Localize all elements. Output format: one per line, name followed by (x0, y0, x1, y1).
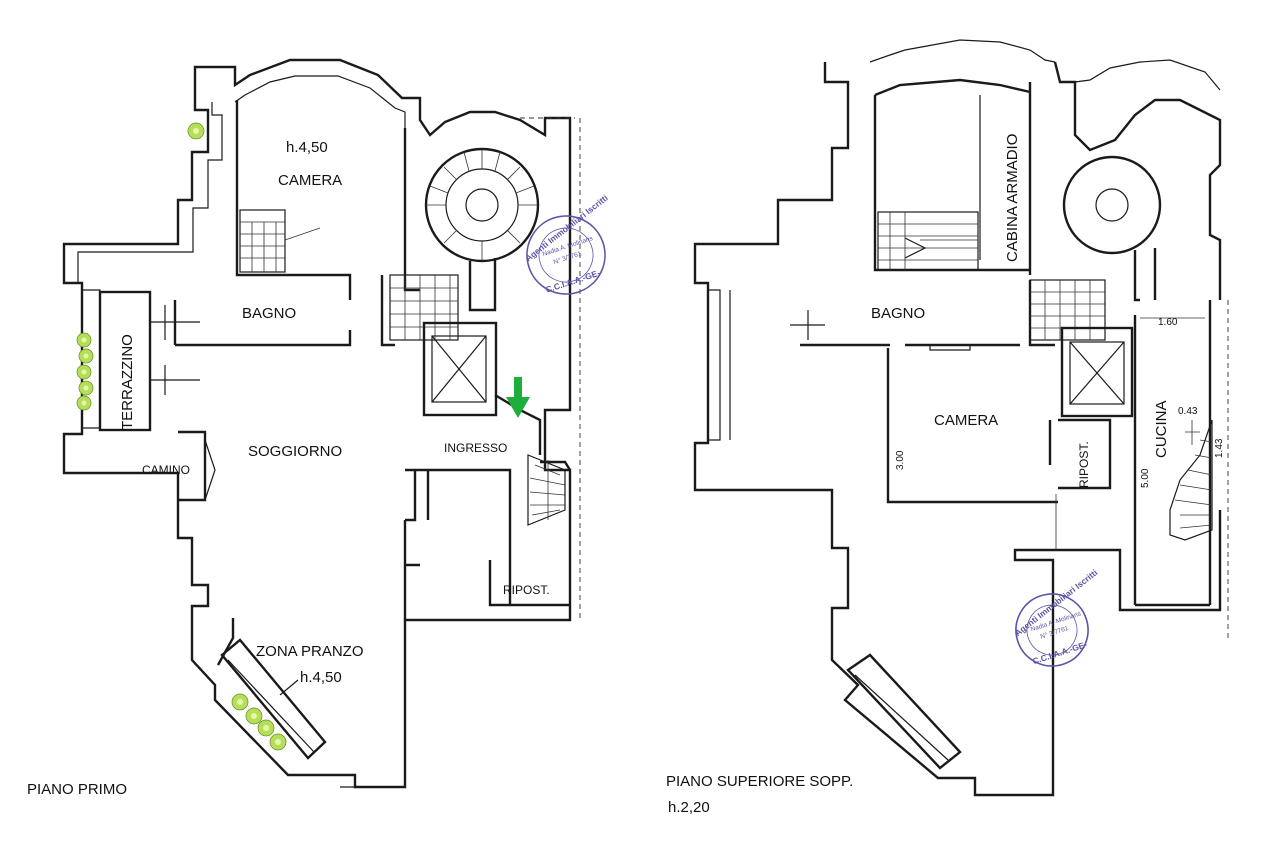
spiral-stair-upper (1062, 155, 1162, 302)
bagno-upper-door (929, 345, 971, 351)
terrazzino-rail (150, 305, 200, 395)
bagno-upper-wall (800, 280, 1055, 347)
svg-text:C.C.I.A.A.-GE-: C.C.I.A.A.-GE- (544, 268, 601, 295)
bagno-label: BAGNO (242, 305, 296, 322)
camera-room-wall (235, 100, 420, 300)
piano-superiore-title: PIANO SUPERIORE SOPP. (666, 773, 853, 790)
cabina-armadio-label: CABINA ARMADIO (1004, 134, 1021, 262)
camino-wall (178, 430, 207, 502)
small-stair-upper (1029, 279, 1106, 341)
ripost-upper-label: RIPOST. (1077, 441, 1091, 488)
plant-decoration (76, 122, 287, 751)
zona-pranzo-height-label: h.4,50 (300, 669, 342, 686)
dim-camera-depth: 3.00 (895, 450, 906, 470)
camera-height-label: h.4,50 (286, 139, 328, 156)
outer-wall-upper (693, 61, 1222, 797)
dim-stair-width: 0.43 (1178, 406, 1198, 417)
zona-pranzo-door (279, 679, 299, 696)
spiral-stair-ground (424, 147, 540, 312)
elevator-upper (1060, 326, 1134, 418)
roof-line-upper (869, 39, 1056, 63)
dim-cucina-width: 1.60 (1158, 317, 1178, 328)
ripost-ground-wall (488, 560, 570, 607)
zona-pranzo-rail (227, 659, 315, 753)
piano-primo-title: PIANO PRIMO (27, 781, 127, 798)
lower-stair-ground (527, 454, 566, 526)
step-wall-ground (405, 470, 430, 567)
bagno-upper-fixture (790, 310, 825, 340)
outer-wall-ground (62, 58, 572, 789)
elevator-ground (422, 321, 498, 417)
camera-upper-wall (886, 348, 1112, 504)
entry-arrow (506, 377, 530, 418)
cucina-label: CUCINA (1153, 400, 1170, 458)
bagno-upper-label: BAGNO (871, 305, 925, 322)
dim-cucina-depth: 5.00 (1140, 468, 1151, 488)
ingresso-label: INGRESSO (444, 441, 507, 455)
stair-cucina (1169, 419, 1213, 541)
bay-upper (846, 653, 962, 770)
ingresso-wall (405, 393, 572, 605)
cucina-wall (1133, 300, 1212, 607)
plan-piano-primo: h.4,50 CAMERA BAGNO TERRAZZINO SOGGIORNO… (27, 58, 610, 798)
dim-stair-depth: 1.43 (1214, 438, 1225, 458)
ripost-ground-label: RIPOST. (503, 583, 550, 597)
camino-hood (204, 439, 216, 501)
agency-stamp: Agenti Immobiliari Iscritti Nadia A. Mol… (523, 193, 610, 295)
plan-piano-superiore: CABINA ARMADIO BAGNO CAMERA RIPOST. CUCI… (666, 39, 1229, 816)
camera-upper-label: CAMERA (934, 412, 998, 429)
camera-stair (239, 209, 321, 273)
agency-stamp-upper: Agenti Immobiliari Iscritti Nadia A. Mol… (1013, 567, 1100, 667)
terrazzino-box (98, 290, 152, 432)
camera-label: CAMERA (278, 172, 342, 189)
soggiorno-label: SOGGIORNO (248, 443, 342, 460)
left-wall-upper (708, 289, 731, 441)
roof-line-upper-right (1074, 59, 1221, 91)
piano-superiore-height: h.2,20 (668, 799, 710, 816)
camino-label: CAMINO (142, 463, 190, 477)
svg-text:Agenti Immobiliari Iscritti: Agenti Immobiliari Iscritti (1013, 567, 1100, 638)
zona-pranzo-bay (220, 638, 327, 760)
stair-cabina (877, 211, 979, 271)
zona-pranzo-label: ZONA PRANZO (256, 643, 364, 660)
terrazzino-label: TERRAZZINO (119, 334, 136, 430)
bay-upper-rail (854, 674, 949, 761)
dashed-boundary-ground (520, 117, 581, 620)
svg-text:Agenti Immobiliari Iscritti: Agenti Immobiliari Iscritti (523, 193, 610, 264)
